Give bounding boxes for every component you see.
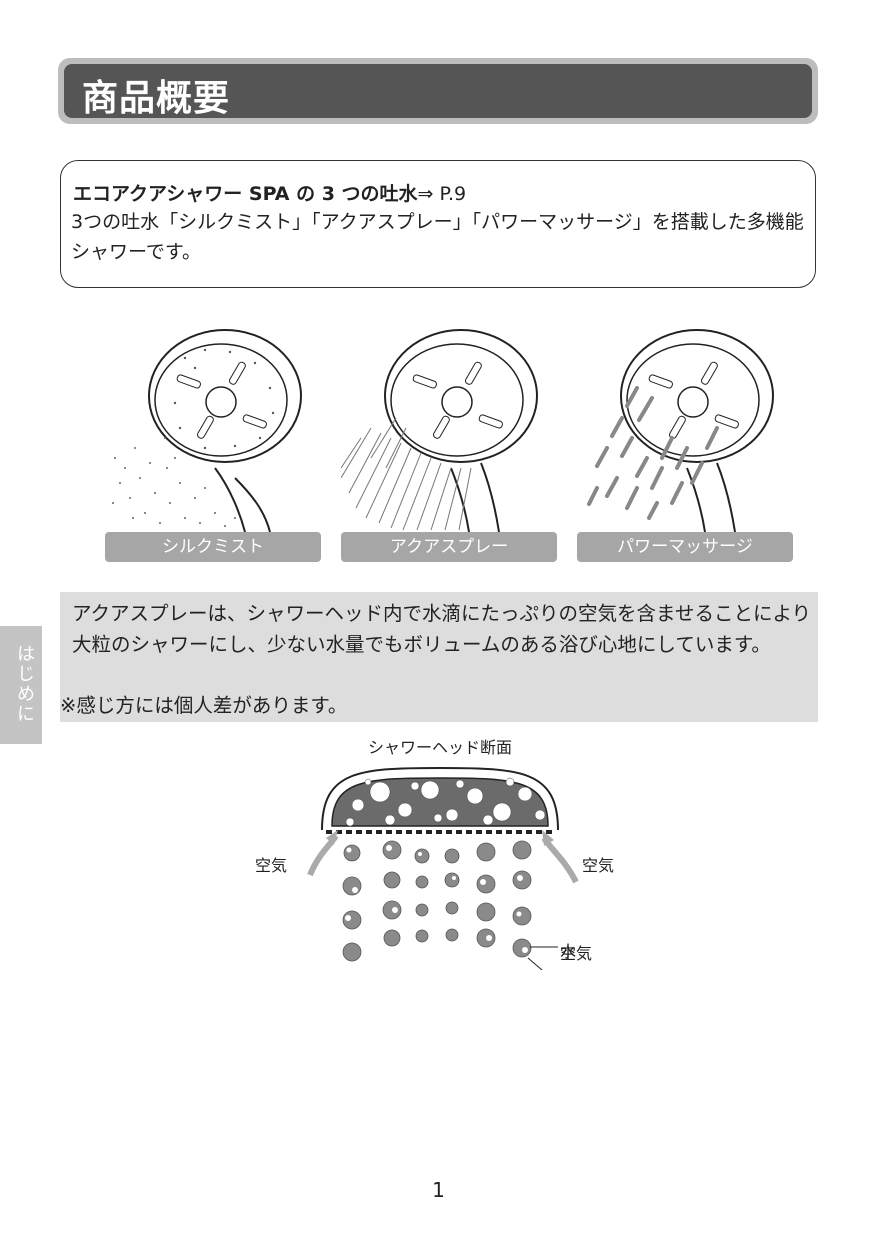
mode-label-aqua-spray: アクアスプレー <box>341 532 557 562</box>
intro-box: エコアクアシャワー SPA の 3 つの吐水⇒ P.9 3つの吐水「シルクミスト… <box>60 160 816 288</box>
title-inner: 商品概要 <box>64 64 812 119</box>
air-bubble-label: 空気 <box>560 944 593 963</box>
silk-mist-illustration <box>112 329 302 532</box>
diagram-title: シャワーヘッド断面 <box>367 738 512 757</box>
intro-heading: エコアクアシャワー SPA の 3 つの吐水 <box>73 183 418 205</box>
showerhead-cross-section: シャワーヘッド断面 <box>240 730 640 970</box>
aqua-spray-illustration <box>341 329 538 532</box>
description-note: ※感じ方には個人差があります。 <box>60 694 348 717</box>
page-number: 1 <box>432 1178 445 1202</box>
intro-heading-line: エコアクアシャワー SPA の 3 つの吐水⇒ P.9 <box>73 179 466 206</box>
section-side-tab: はじめに <box>0 626 42 744</box>
side-tab-label: はじめに <box>14 644 35 724</box>
mode-silk-mist: シルクミスト <box>105 318 321 568</box>
air-label-left: 空気 <box>255 856 288 875</box>
mode-power-massage: パワーマッサージ <box>577 318 793 568</box>
mode-aqua-spray: アクアスプレー <box>341 318 557 568</box>
spray-modes: シルクミスト アクアスプレー <box>0 318 877 568</box>
mode-label-power-massage: パワーマッサージ <box>577 532 793 562</box>
page-title: 商品概要 <box>82 78 231 119</box>
title-bar: 商品概要 <box>58 58 818 124</box>
intro-body: 3つの吐水「シルクミスト」「アクアスプレー」「パワーマッサージ」を搭載した多機能… <box>71 211 804 263</box>
description-box: アクアスプレーは、シャワーヘッド内で水滴にたっぷりの空気を含ませることにより大粒… <box>60 592 818 722</box>
air-label-right: 空気 <box>582 856 615 875</box>
mode-label-silk-mist: シルクミスト <box>105 532 321 562</box>
cross-section-illustration <box>307 766 579 970</box>
intro-page-reference[interactable]: ⇒ P.9 <box>417 183 467 205</box>
description-body: アクアスプレーは、シャワーヘッド内で水滴にたっぷりの空気を含ませることにより大粒… <box>72 602 812 656</box>
power-massage-illustration <box>587 329 774 532</box>
water-label: 水 <box>560 942 577 961</box>
